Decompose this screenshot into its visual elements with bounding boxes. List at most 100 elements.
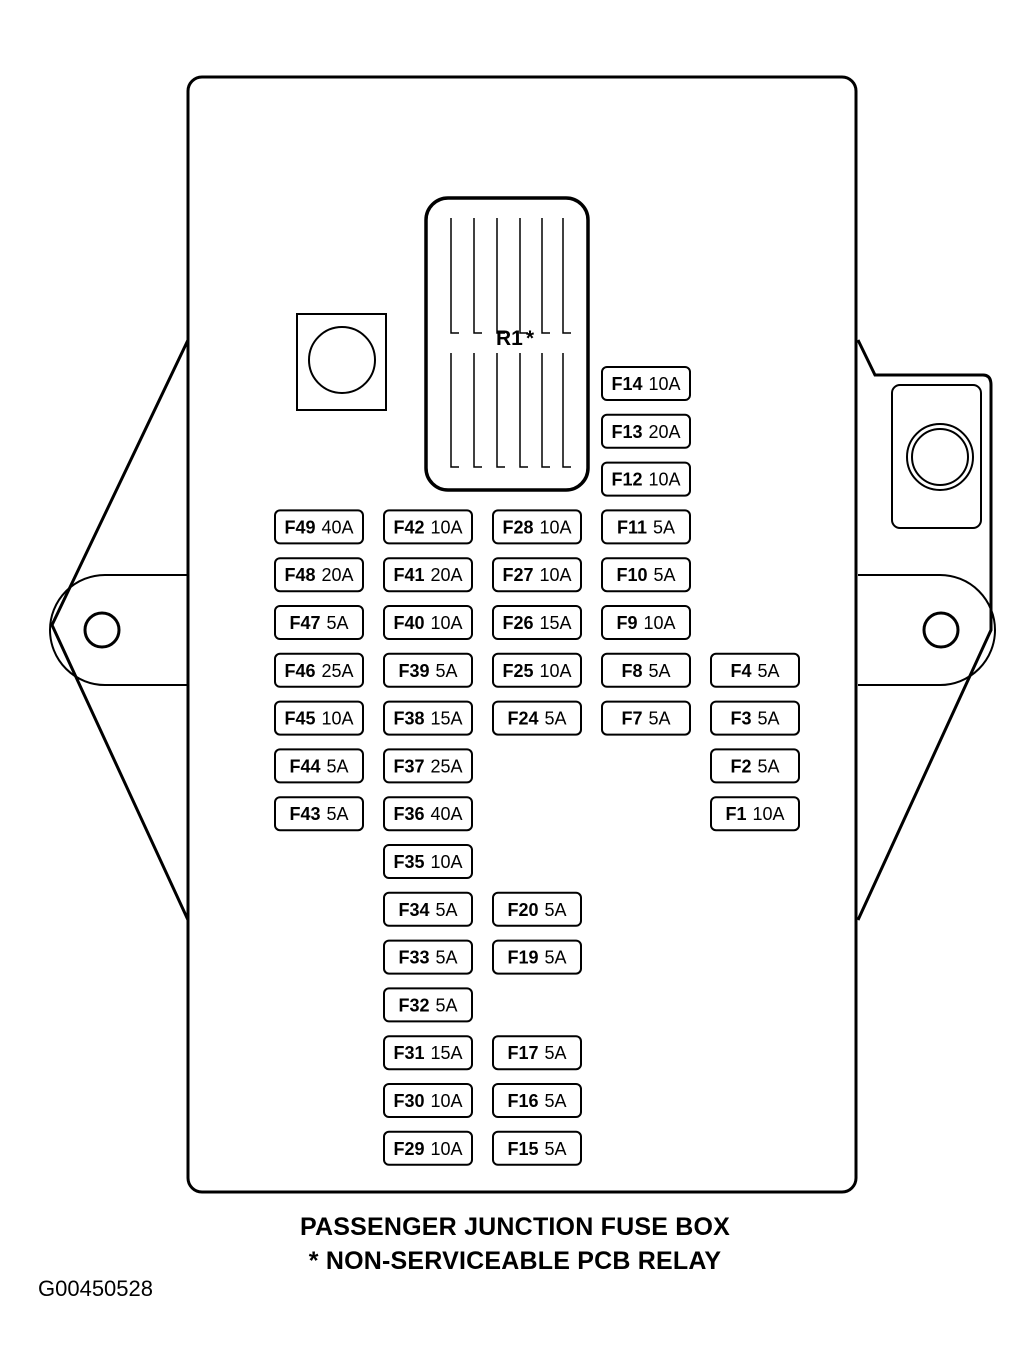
- fuse-f25: F25 10A: [492, 652, 582, 688]
- relay-label: R1*: [496, 327, 535, 350]
- fuse-rating: 25A: [322, 661, 354, 681]
- fuse-label: F47 5A: [289, 613, 348, 633]
- fuse-id: F41: [393, 565, 424, 585]
- fuse-rating: 5A: [648, 709, 670, 729]
- right-bolt-outer: [906, 423, 974, 491]
- fuse-label: F11 5A: [617, 517, 675, 537]
- fuse-slot: [601, 557, 691, 593]
- fuse-label: F1 10A: [725, 804, 784, 824]
- fuse-rating: 5A: [653, 517, 675, 537]
- fuse-f4: F4 5A: [710, 652, 800, 688]
- fuse-rating: 5A: [757, 709, 779, 729]
- fuse-id: F29: [393, 1139, 424, 1159]
- fuse-slot: [601, 700, 691, 736]
- fuse-id: F42: [393, 517, 424, 537]
- fuse-id: F4: [730, 661, 751, 681]
- fuse-id: F47: [289, 613, 320, 633]
- fuse-id: F3: [730, 709, 751, 729]
- fuse-slot: [383, 1130, 473, 1166]
- fuse-rating: 10A: [752, 804, 784, 824]
- fuse-slot: [383, 844, 473, 879]
- fuse-slot: [383, 700, 473, 736]
- fuse-id: F20: [507, 900, 538, 920]
- stud-housing: [296, 313, 387, 411]
- fuse-rating: 5A: [757, 756, 779, 776]
- fuse-slot: [274, 700, 364, 736]
- fuse-rating: 5A: [327, 613, 349, 633]
- fuse-id: F25: [502, 661, 533, 681]
- fuse-slot: [492, 700, 582, 736]
- fuse-rating: 10A: [431, 1139, 463, 1159]
- fuse-slot: [601, 413, 691, 449]
- fuse-id: F40: [393, 613, 424, 633]
- fuse-label: F4 5A: [730, 661, 779, 681]
- fuse-slot: [274, 748, 364, 784]
- fuse-rating: 5A: [327, 804, 349, 824]
- fuse-id: F7: [621, 709, 642, 729]
- fuse-slot: [383, 796, 473, 832]
- fuse-id: F49: [284, 517, 315, 537]
- fuse-rating: 5A: [545, 900, 567, 920]
- fuse-slot: [383, 939, 473, 975]
- fuse-f40: F40 10A: [383, 605, 473, 640]
- fuse-rating: 5A: [545, 948, 567, 968]
- fuse-rating: 5A: [436, 900, 458, 920]
- fuse-f1: F1 10A: [710, 796, 800, 832]
- fuse-slot: [274, 509, 364, 545]
- fuse-slot: [274, 605, 364, 640]
- fuse-rating: 5A: [757, 661, 779, 681]
- stud-icon: [308, 326, 376, 394]
- fuse-f49: F49 40A: [274, 509, 364, 545]
- fuse-rating: 40A: [322, 517, 354, 537]
- fuse-slot: [492, 1083, 582, 1118]
- fuse-id: F11: [617, 517, 647, 537]
- fuse-id: F32: [398, 995, 429, 1015]
- fuse-id: F1: [725, 804, 746, 824]
- fuse-slot: [383, 1083, 473, 1118]
- fuse-slot: [383, 1035, 473, 1071]
- fuse-slot: [601, 509, 691, 545]
- fuse-id: F12: [611, 470, 642, 490]
- figure-id: G00450528: [38, 1276, 153, 1301]
- fuse-rating: 10A: [649, 470, 681, 490]
- fuse-id: F33: [398, 948, 429, 968]
- fuse-rating: 10A: [431, 613, 463, 633]
- fuse-label: F29 10A: [393, 1139, 462, 1159]
- fuse-rating: 5A: [545, 709, 567, 729]
- fuse-rating: 5A: [436, 661, 458, 681]
- fuse-rating: 15A: [540, 613, 572, 633]
- fuse-slot: [710, 796, 800, 832]
- fuse-rating: 5A: [654, 565, 676, 585]
- left-bracket-ear: [49, 574, 188, 686]
- fuse-f29: F29 10A: [383, 1130, 473, 1166]
- fuse-rating: 10A: [322, 709, 354, 729]
- fuse-slot: [383, 557, 473, 593]
- fuse-rating: 15A: [431, 709, 463, 729]
- fuse-rating: 15A: [431, 1043, 463, 1063]
- fuse-id: F30: [393, 1091, 424, 1111]
- fuse-rating: 40A: [431, 804, 463, 824]
- fuse-rating: 10A: [540, 661, 572, 681]
